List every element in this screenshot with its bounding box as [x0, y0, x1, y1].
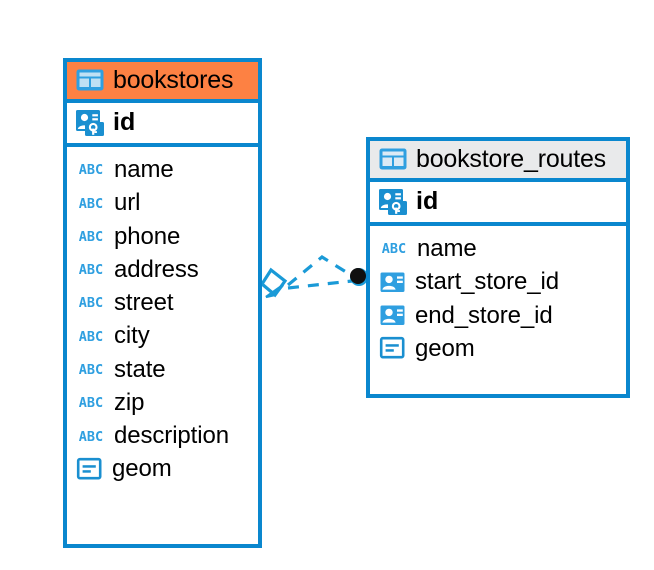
column-label: city	[114, 322, 150, 350]
geometry-icon	[76, 457, 102, 480]
column-row-geom[interactable]: geom	[67, 452, 258, 485]
column-list-bookstore-routes: ABC name start_store_id	[370, 226, 626, 371]
foreign-key-icon	[380, 272, 405, 292]
primary-key-icon	[379, 188, 407, 215]
primary-key-row-bookstore-routes[interactable]: id	[370, 178, 626, 226]
column-row-description[interactable]: ABC description	[67, 419, 258, 452]
column-label: url	[114, 189, 141, 217]
column-row-url[interactable]: ABC url	[67, 186, 258, 219]
entity-bookstores[interactable]: bookstores id ABC name	[63, 58, 262, 548]
relationship-path-lower	[287, 279, 353, 290]
abc-icon: ABC	[78, 162, 104, 179]
column-label: start_store_id	[415, 268, 560, 296]
abc-icon: ABC	[78, 262, 104, 279]
column-label: street	[114, 289, 174, 317]
column-list-bookstores: ABC name ABC url ABC phone ABC address A…	[67, 147, 258, 492]
column-row-end-store-id[interactable]: end_store_id	[370, 299, 626, 332]
column-row-start-store-id[interactable]: start_store_id	[370, 265, 626, 298]
column-label: description	[114, 422, 229, 450]
abc-icon: ABC	[78, 328, 104, 345]
entity-header-bookstores[interactable]: bookstores	[67, 62, 258, 99]
relationship-source-marker-diamond	[259, 267, 288, 299]
column-row-zip[interactable]: ABC zip	[67, 386, 258, 419]
abc-icon: ABC	[381, 241, 407, 258]
table-icon	[76, 69, 104, 91]
table-icon	[379, 148, 407, 170]
abc-icon: ABC	[78, 195, 104, 212]
primary-key-label: id	[416, 187, 439, 215]
relationship-path-upper	[286, 255, 355, 287]
column-label: end_store_id	[415, 301, 553, 329]
column-row-state[interactable]: ABC state	[67, 353, 258, 386]
column-label: geom	[415, 334, 475, 362]
abc-icon: ABC	[78, 295, 104, 312]
column-label: geom	[112, 455, 172, 483]
column-row-address[interactable]: ABC address	[67, 253, 258, 286]
primary-key-row-bookstores[interactable]: id	[67, 99, 258, 147]
abc-icon: ABC	[78, 361, 104, 378]
entity-header-bookstore-routes[interactable]: bookstore_routes	[370, 141, 626, 178]
column-row-name[interactable]: ABC name	[370, 232, 626, 265]
entity-bookstore-routes[interactable]: bookstore_routes id ABC name	[366, 137, 630, 398]
primary-key-label: id	[113, 108, 136, 136]
abc-icon: ABC	[78, 428, 104, 445]
entity-title: bookstore_routes	[416, 145, 606, 173]
column-label: state	[114, 355, 166, 383]
column-label: name	[417, 235, 477, 262]
abc-icon: ABC	[78, 395, 104, 412]
column-row-city[interactable]: ABC city	[67, 319, 258, 352]
column-row-phone[interactable]: ABC phone	[67, 220, 258, 253]
entity-title: bookstores	[113, 66, 234, 94]
column-label: phone	[114, 222, 181, 250]
abc-icon: ABC	[78, 228, 104, 245]
column-row-name[interactable]: ABC name	[67, 153, 258, 186]
geometry-icon	[379, 337, 405, 359]
column-label: zip	[114, 388, 145, 416]
column-label: name	[114, 156, 174, 183]
primary-key-icon	[76, 109, 104, 136]
foreign-key-icon	[380, 305, 405, 326]
column-row-geom[interactable]: geom	[370, 332, 626, 365]
column-row-street[interactable]: ABC street	[67, 286, 258, 319]
column-label: address	[114, 255, 199, 283]
